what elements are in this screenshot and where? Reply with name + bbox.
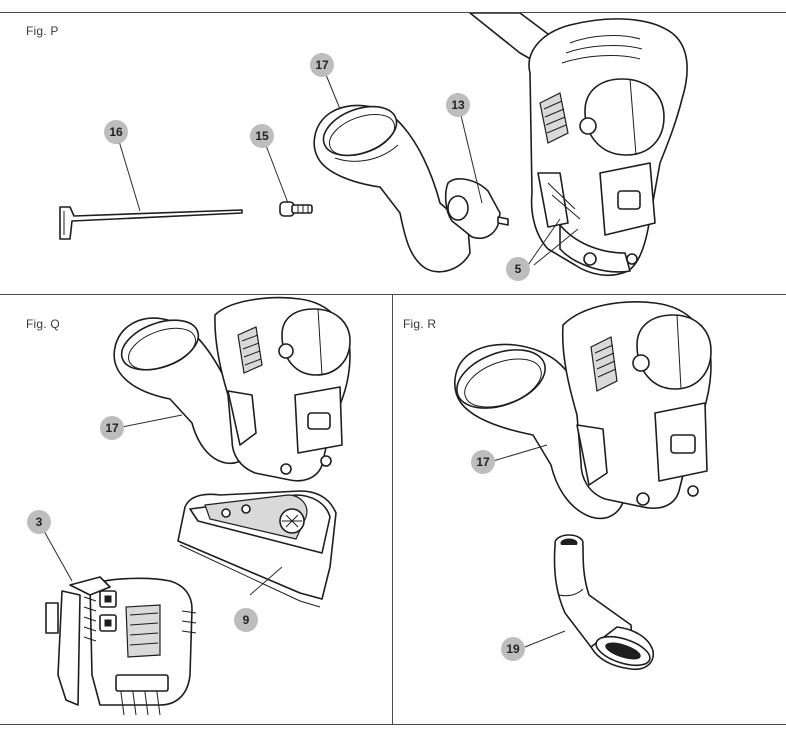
clamp-icon — [444, 178, 509, 240]
oscillating-tool-head-icon — [214, 296, 351, 482]
callout-19: 19 — [501, 637, 525, 661]
callout-15: 15 — [250, 124, 274, 148]
callout-16: 16 — [104, 120, 128, 144]
leader-13 — [457, 102, 483, 204]
screw-icon — [279, 201, 313, 217]
callout-17: 17 — [310, 53, 334, 77]
oscillating-tool-head-icon — [561, 301, 712, 509]
callout-9: 9 — [234, 608, 258, 632]
callout-3: 3 — [27, 510, 51, 534]
vertical-divider — [392, 294, 393, 725]
callout-5: 5 — [506, 257, 530, 281]
figure-r-drawing — [454, 301, 712, 671]
leader-16 — [115, 130, 141, 212]
leader-9 — [249, 566, 283, 596]
figure-r: Fig. R — [393, 295, 786, 724]
figure-q-drawing — [43, 296, 351, 716]
callout-13: 13 — [446, 93, 470, 117]
figure-q-label: Fig. Q — [26, 317, 60, 331]
figure-p: Fig. P — [0, 13, 786, 294]
dust-adaptor-icon — [113, 317, 253, 465]
bottom-rule — [0, 724, 786, 725]
figure-p-drawing — [59, 13, 688, 277]
leader-3 — [43, 530, 73, 582]
top-rule — [0, 12, 786, 13]
oscillating-tool-head-icon — [469, 13, 688, 277]
middle-rule — [0, 294, 786, 295]
leader-17-r — [492, 444, 548, 462]
leader-19 — [524, 630, 566, 648]
leader-5 — [527, 218, 579, 266]
leader-17-q — [121, 414, 183, 428]
figure-p-label: Fig. P — [26, 24, 59, 38]
figure-r-label: Fig. R — [403, 317, 437, 331]
oscillating-tool-head-icon — [45, 576, 197, 716]
dust-adaptor-icon — [313, 104, 471, 273]
extraction-nozzle-icon — [553, 534, 655, 671]
callout-17-q: 17 — [100, 416, 124, 440]
figure-q: Fig. Q — [0, 295, 392, 724]
sanding-pad-icon — [177, 490, 337, 608]
callout-17-r: 17 — [471, 450, 495, 474]
hex-key-icon — [59, 206, 243, 240]
